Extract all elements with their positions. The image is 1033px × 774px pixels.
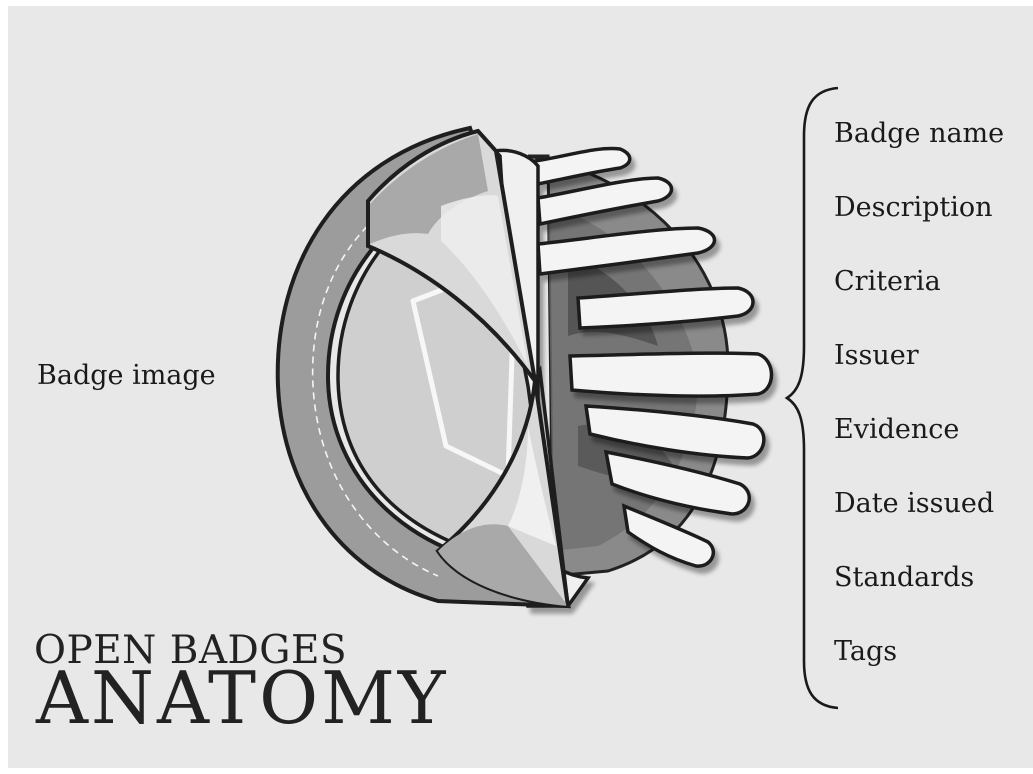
field-date-issued: Date issued: [834, 488, 994, 519]
field-standards: Standards: [834, 562, 974, 593]
diagram-canvas: Badge image Badge name Description Crite…: [8, 6, 1033, 768]
badge-image-label: Badge image: [37, 360, 216, 391]
field-evidence: Evidence: [834, 414, 959, 445]
field-description: Description: [834, 192, 993, 223]
field-badge-name: Badge name: [834, 118, 1004, 149]
field-tags: Tags: [834, 636, 897, 667]
field-list-brace: [787, 88, 838, 708]
field-criteria: Criteria: [834, 266, 941, 297]
field-issuer: Issuer: [834, 340, 919, 371]
title-line-2: ANATOMY: [36, 656, 448, 740]
